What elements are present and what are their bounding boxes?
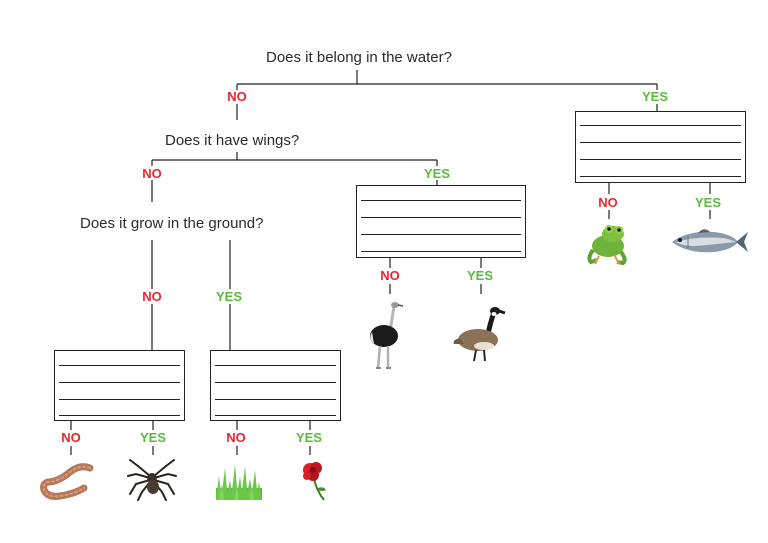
answer-no-wings: NO [142, 166, 162, 181]
answer-no-worm: NO [61, 430, 81, 445]
answer-no-water: NO [227, 89, 247, 104]
answer-no-ostrich: NO [380, 268, 400, 283]
answer-yes-wings: YES [423, 166, 451, 181]
answer-no-ground: NO [142, 289, 162, 304]
answer-yes-spider: YES [139, 430, 167, 445]
fish-icon [672, 229, 748, 253]
question-ground: Does it grow in the ground? [80, 215, 264, 232]
question-box-water[interactable] [575, 111, 746, 183]
grass-icon [216, 464, 262, 500]
answer-yes-fish: YES [694, 195, 722, 210]
answer-yes-ground: YES [215, 289, 243, 304]
question-box-wings[interactable] [356, 185, 526, 258]
answer-yes-flower: YES [295, 430, 323, 445]
worm-icon [40, 463, 94, 500]
frog-icon [587, 225, 627, 266]
answer-no-frog: NO [598, 195, 618, 210]
question-box-not-ground[interactable] [54, 350, 185, 421]
answer-no-grass: NO [226, 430, 246, 445]
goose-icon [453, 307, 506, 362]
spider-icon [127, 459, 177, 501]
flower-icon [303, 462, 326, 501]
question-wings: Does it have wings? [165, 132, 300, 149]
question-box-ground[interactable] [210, 350, 341, 421]
answer-yes-water: YES [641, 89, 669, 104]
ostrich-icon [370, 302, 404, 369]
answer-yes-goose: YES [466, 268, 494, 283]
question-water: Does it belong in the water? [266, 49, 452, 66]
